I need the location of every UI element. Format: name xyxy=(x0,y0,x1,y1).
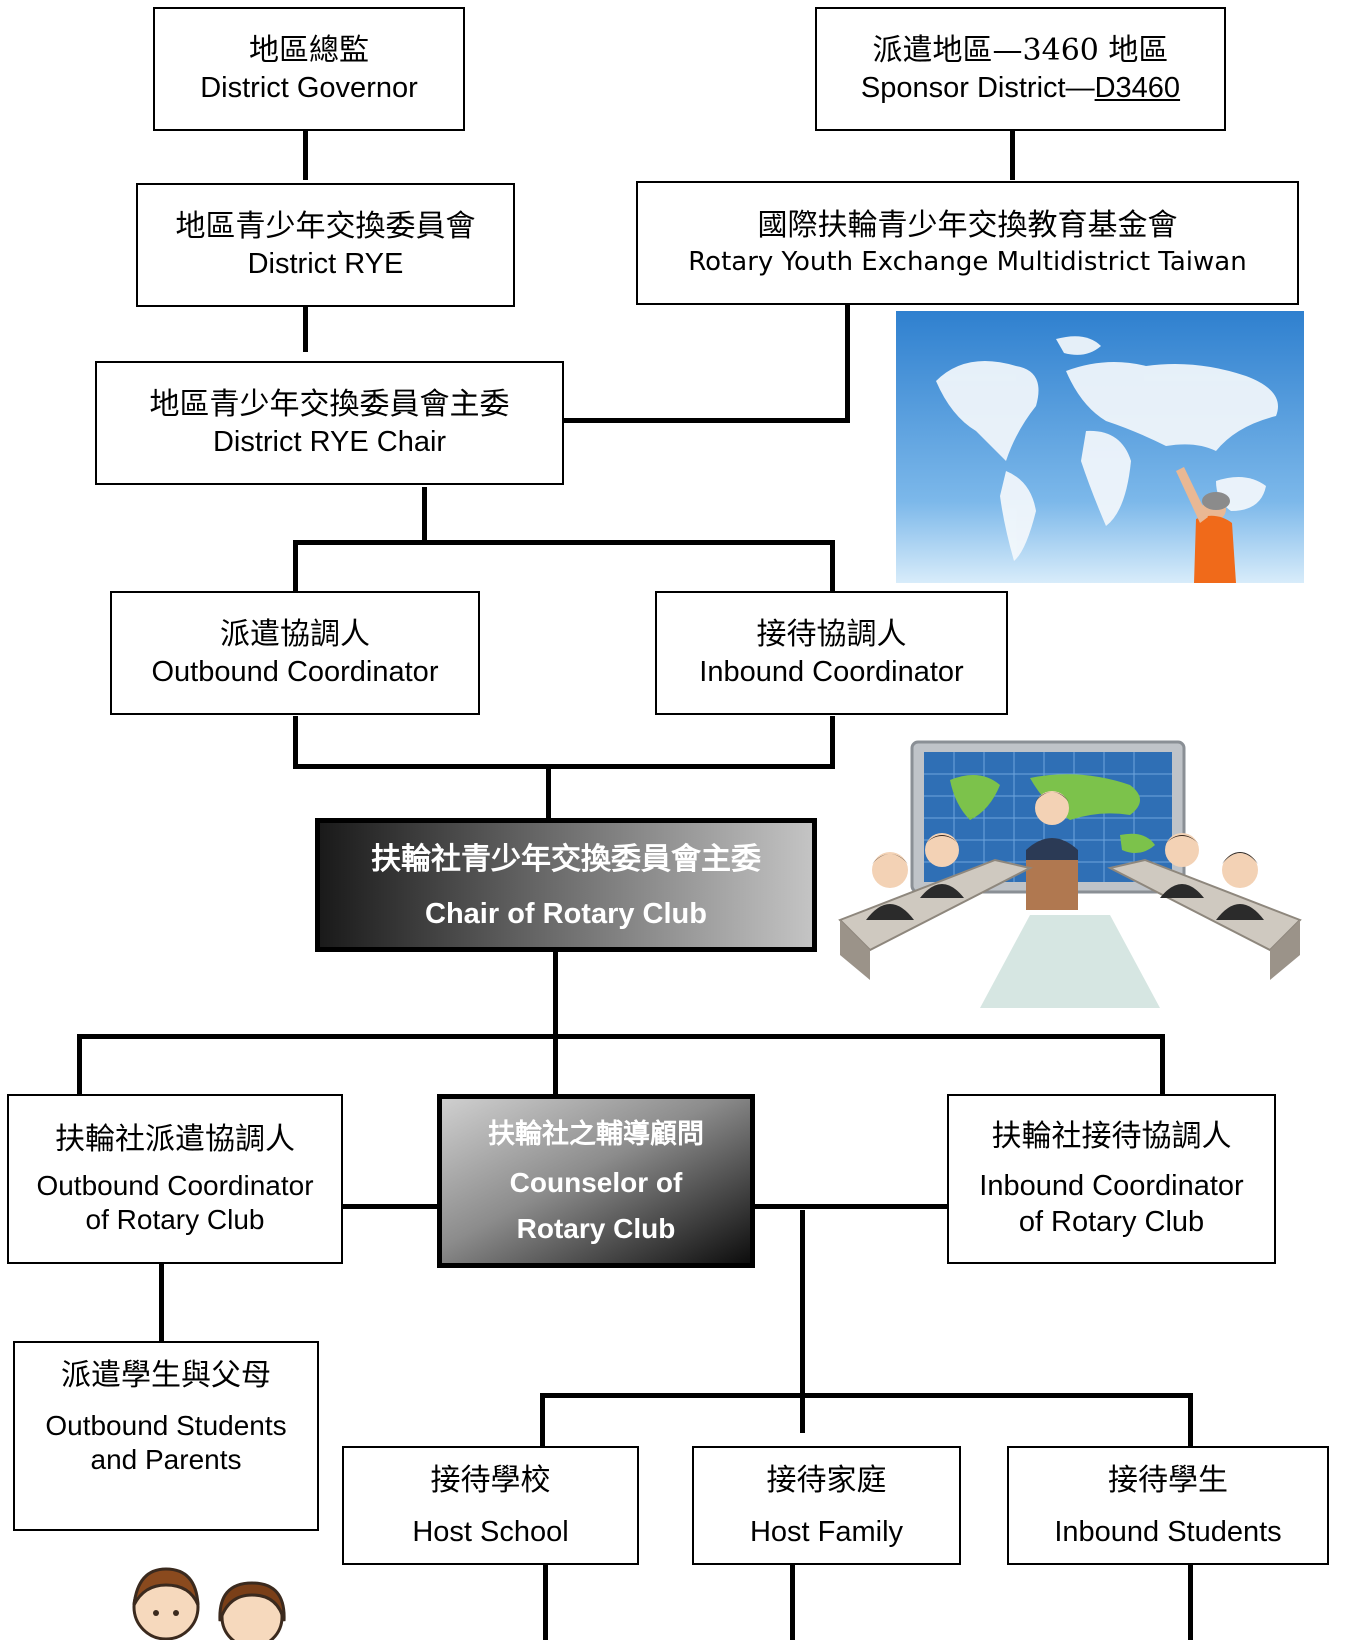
sponsor-district-box: 派遣地區—3460 地區 Sponsor District—D3460 xyxy=(815,7,1226,131)
connector-line xyxy=(293,716,298,768)
district-rye-zh: 地區青少年交換委員會 xyxy=(175,209,476,244)
connector-line xyxy=(303,302,308,352)
connector-line xyxy=(342,1204,440,1209)
connector-line xyxy=(800,1210,805,1433)
outbound-students-box: 派遣學生與父母 Outbound Students and Parents xyxy=(13,1341,319,1531)
connector-line xyxy=(293,540,835,545)
connector-line xyxy=(77,1034,1165,1039)
outbound-students-en2: and Parents xyxy=(90,1444,242,1475)
connector-line xyxy=(543,1563,548,1640)
inbound-students-en: Inbound Students xyxy=(1054,1515,1282,1548)
district-rye-chair-en: District RYE Chair xyxy=(212,426,447,458)
outbound-students-zh: 派遣學生與父母 xyxy=(61,1358,271,1393)
connector-line xyxy=(1188,1563,1193,1640)
district-governor-box: 地區總監 District Governor xyxy=(153,7,465,131)
host-family-zh: 接待家庭 xyxy=(766,1462,887,1498)
host-family-box: 接待家庭 Host Family xyxy=(692,1446,961,1565)
club-outbound-en1: Outbound Coordinator xyxy=(36,1170,314,1201)
inbound-students-zh: 接待學生 xyxy=(1108,1462,1228,1498)
connector-line xyxy=(1010,128,1015,180)
counselor-en2: Rotary Club xyxy=(516,1213,676,1244)
connector-line xyxy=(293,540,298,592)
club-inbound-coordinator-box: 扶輪社接待協調人 Inbound Coordinator of Rotary C… xyxy=(947,1094,1276,1264)
club-inbound-zh: 扶輪社接待協調人 xyxy=(991,1119,1232,1154)
connector-line xyxy=(553,952,558,1100)
district-rye-chair-box: 地區青少年交換委員會主委 District RYE Chair xyxy=(95,361,564,485)
sponsor-district-code: D3460 xyxy=(1094,72,1181,104)
district-rye-en: District RYE xyxy=(247,248,404,280)
district-rye-box: 地區青少年交換委員會 District RYE xyxy=(136,183,515,307)
club-outbound-zh: 扶輪社派遣協調人 xyxy=(55,1122,295,1157)
meeting-room-illustration xyxy=(830,740,1310,1008)
connector-line xyxy=(564,418,850,423)
connector-line xyxy=(546,764,551,818)
district-rye-chair-zh: 地區青少年交換委員會主委 xyxy=(149,387,510,422)
connector-line xyxy=(830,540,835,592)
connector-line xyxy=(845,300,850,422)
child-figure xyxy=(1176,467,1236,583)
outbound-coordinator-box: 派遣協調人 Outbound Coordinator xyxy=(110,591,480,715)
counselor-box: 扶輪社之輔導顧問 Counselor of Rotary Club xyxy=(437,1094,755,1268)
counselor-zh: 扶輪社之輔導顧問 xyxy=(488,1119,704,1150)
club-chair-zh: 扶輪社青少年交換委員會主委 xyxy=(371,842,761,877)
club-chair-en: Chair of Rotary Club xyxy=(425,898,707,930)
club-outbound-coordinator-box: 扶輪社派遣協調人 Outbound Coordinator of Rotary … xyxy=(7,1094,343,1264)
rye-taiwan-zh: 國際扶輪青少年交換教育基金會 xyxy=(757,208,1178,243)
rye-taiwan-box: 國際扶輪青少年交換教育基金會 Rotary Youth Exchange Mul… xyxy=(636,181,1299,305)
connector-line xyxy=(303,128,308,180)
connector-line xyxy=(422,487,427,541)
inbound-coordinator-en: Inbound Coordinator xyxy=(699,656,964,688)
outbound-students-en1: Outbound Students xyxy=(45,1410,287,1441)
counselor-en1: Counselor of xyxy=(509,1167,683,1198)
parents-illustration xyxy=(130,1555,300,1645)
club-chair-box: 扶輪社青少年交換委員會主委 Chair of Rotary Club xyxy=(315,818,817,952)
district-governor-zh: 地區總監 xyxy=(249,33,369,68)
connector-line xyxy=(540,1393,1193,1398)
rye-taiwan-en: Rotary Youth Exchange Multidistrict Taiw… xyxy=(688,247,1247,277)
host-school-box: 接待學校 Host School xyxy=(342,1446,639,1565)
inbound-coordinator-box: 接待協調人 Inbound Coordinator xyxy=(655,591,1008,715)
host-family-en: Host Family xyxy=(749,1515,904,1548)
connector-line xyxy=(540,1393,545,1447)
club-inbound-en1: Inbound Coordinator xyxy=(979,1170,1244,1202)
district-governor-en: District Governor xyxy=(200,72,418,104)
connector-line xyxy=(77,1034,82,1096)
sponsor-district-zh: 派遣地區—3460 地區 xyxy=(872,33,1169,68)
sponsor-district-en: Sponsor District— xyxy=(860,72,1095,104)
club-inbound-en2: of Rotary Club xyxy=(1018,1206,1205,1238)
host-school-zh: 接待學校 xyxy=(430,1462,551,1498)
connector-line xyxy=(830,716,835,768)
connector-line xyxy=(293,764,835,769)
connector-line xyxy=(159,1262,164,1343)
outbound-coordinator-zh: 派遣協調人 xyxy=(220,617,370,652)
connector-line xyxy=(752,1204,948,1209)
connector-line xyxy=(1188,1393,1193,1447)
inbound-students-box: 接待學生 Inbound Students xyxy=(1007,1446,1329,1565)
inbound-coordinator-zh: 接待協調人 xyxy=(756,617,907,652)
connector-line xyxy=(790,1563,795,1640)
world-map-clouds-photo xyxy=(896,311,1304,583)
connector-line xyxy=(1160,1034,1165,1096)
club-outbound-en2: of Rotary Club xyxy=(85,1204,265,1235)
host-school-en: Host School xyxy=(412,1515,569,1548)
outbound-coordinator-en: Outbound Coordinator xyxy=(151,656,439,688)
